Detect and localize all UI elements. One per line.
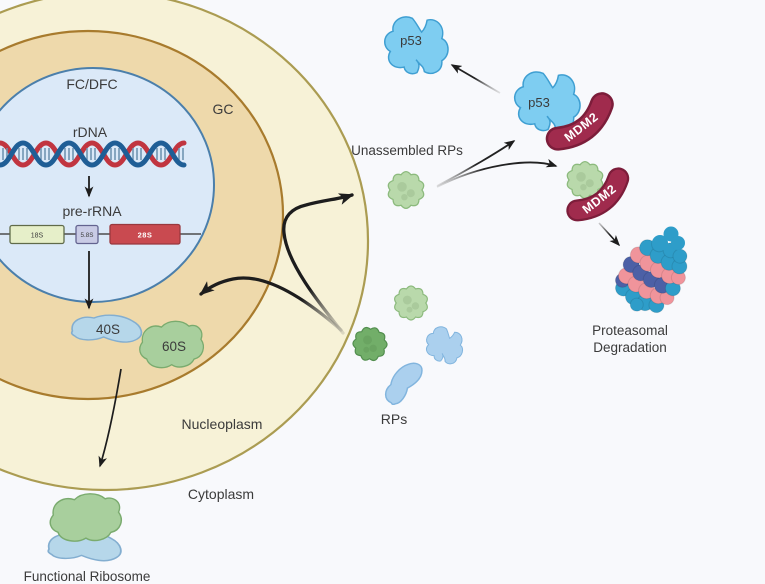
- segment-18s-box: [9, 224, 65, 245]
- p53-free-label: p53: [400, 33, 422, 48]
- gc-label: GC: [213, 101, 234, 117]
- segment-18s-label: 18S: [31, 232, 44, 239]
- fc-dfc-label: FC/DFC: [66, 76, 117, 92]
- proteasome: [614, 226, 688, 314]
- pre-rrna-label: pre-rRNA: [62, 203, 122, 219]
- unassembled-rp-blob: [387, 170, 425, 210]
- 60s-label: 60S: [162, 339, 186, 354]
- unassembled-rps-label: Unassembled RPs: [351, 143, 463, 158]
- functional-ribosome: [47, 493, 122, 562]
- rdna-label: rDNA: [73, 124, 108, 140]
- nucleoplasm-label: Nucleoplasm: [182, 416, 263, 432]
- mdm2-ribbon-free: [566, 167, 630, 222]
- segment-5-8s-box: [75, 224, 99, 245]
- segment-28s-label: 28S: [138, 231, 153, 240]
- proteasome-tail-bead: [652, 235, 668, 251]
- pre-rrna-schematic: 18S 5.8S 28S: [0, 223, 201, 245]
- rp-blob-light-green: [394, 285, 428, 321]
- proteasomal-degradation-label-line1: Proteasomal: [592, 323, 668, 338]
- arrow-release-p53: [450, 64, 501, 94]
- dna-strand-red: [0, 140, 187, 168]
- arrow-rp-to-mdm2: [436, 158, 558, 188]
- dna-base-pairs: [2, 148, 184, 160]
- proteasome-tail-bead: [671, 236, 685, 250]
- rdna-helix: [0, 140, 187, 168]
- rps-label: RPs: [381, 411, 407, 427]
- functional-ribosome-large-subunit: [49, 493, 122, 542]
- arrow-nucleus-to-cytoplasm: [98, 368, 122, 468]
- arrow-mdm2-to-proteasome: [598, 222, 621, 247]
- arrow-rp-to-p53-mdm2: [436, 140, 516, 187]
- segment-28s-box: [109, 223, 181, 245]
- rp-mdm2-complex: MDM2: [566, 160, 630, 222]
- p53-bound-label: p53: [528, 95, 550, 110]
- proteasomal-degradation-label-line2: Degradation: [593, 340, 667, 355]
- arrow-to-unassembled-rps: [282, 193, 354, 335]
- mdm2-ribbon-bound: [545, 92, 614, 151]
- 40s-label: 40S: [96, 322, 120, 337]
- cytoplasm-label: Cytoplasm: [188, 486, 254, 502]
- segment-5-8s-label: 5.8S: [81, 232, 94, 239]
- arrow-rps-into-nucleus: [199, 276, 343, 332]
- dna-strand-blue: [0, 140, 187, 168]
- functional-ribosome-label: Functional Ribosome: [24, 569, 151, 584]
